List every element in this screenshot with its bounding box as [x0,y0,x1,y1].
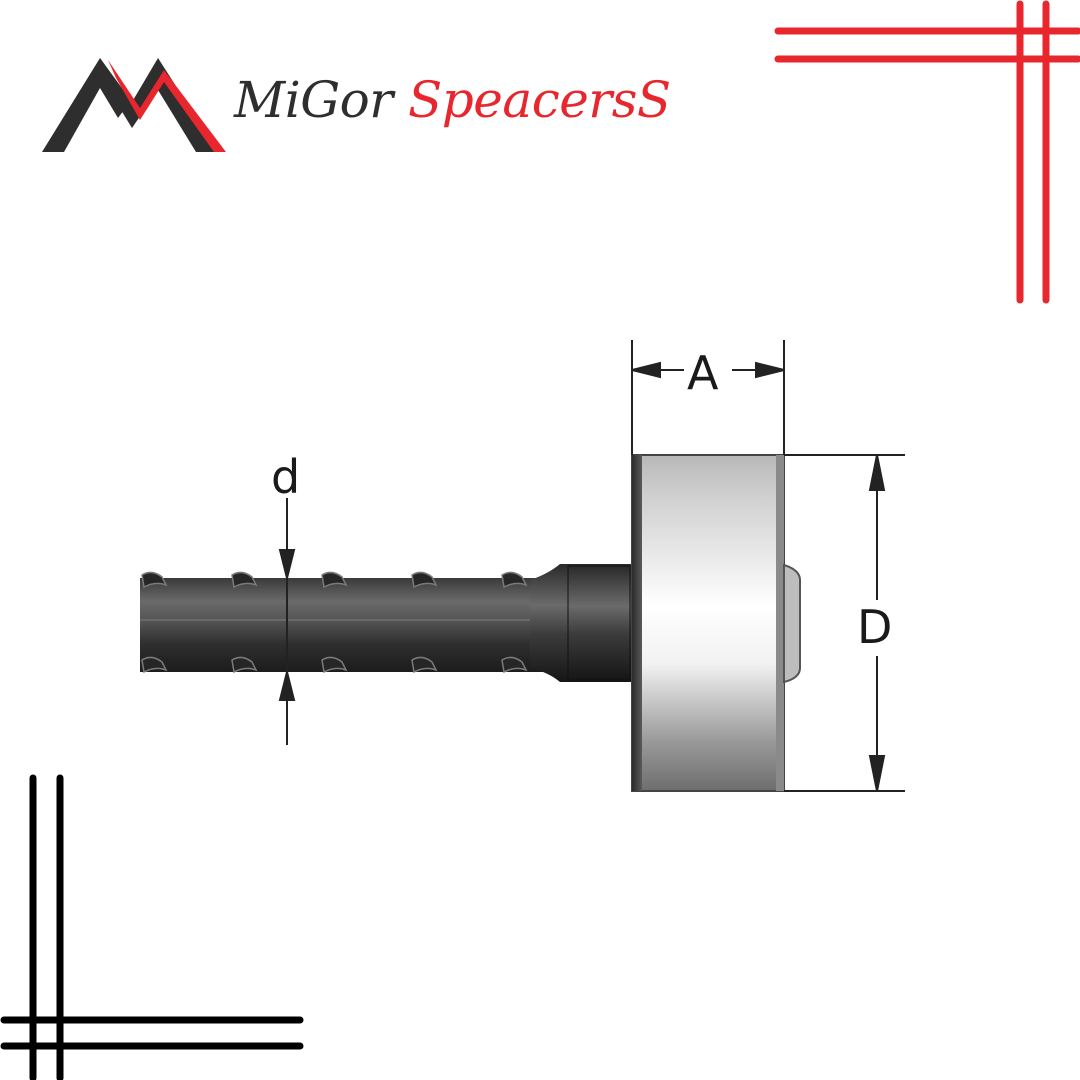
brand-name-part2: SpeacersS [408,71,671,129]
dimension-d-big-label: D [857,600,893,654]
dimension-d-big-lines [784,454,905,792]
dimension-d-small-lines [278,498,296,745]
brand-name-part1: MiGor [234,71,393,129]
brand-name: MiGor SpeacersS [234,70,671,130]
rebar [140,571,555,674]
dimension-a-lines [631,340,785,455]
brand-logo-icon [42,58,226,152]
dimension-a-label: A [687,346,719,400]
spacer-disc [631,454,801,792]
dimension-d-small-label: d [271,450,301,504]
corner-lines-bottom-left [0,774,304,1080]
corner-lines-top-right [774,0,1080,304]
